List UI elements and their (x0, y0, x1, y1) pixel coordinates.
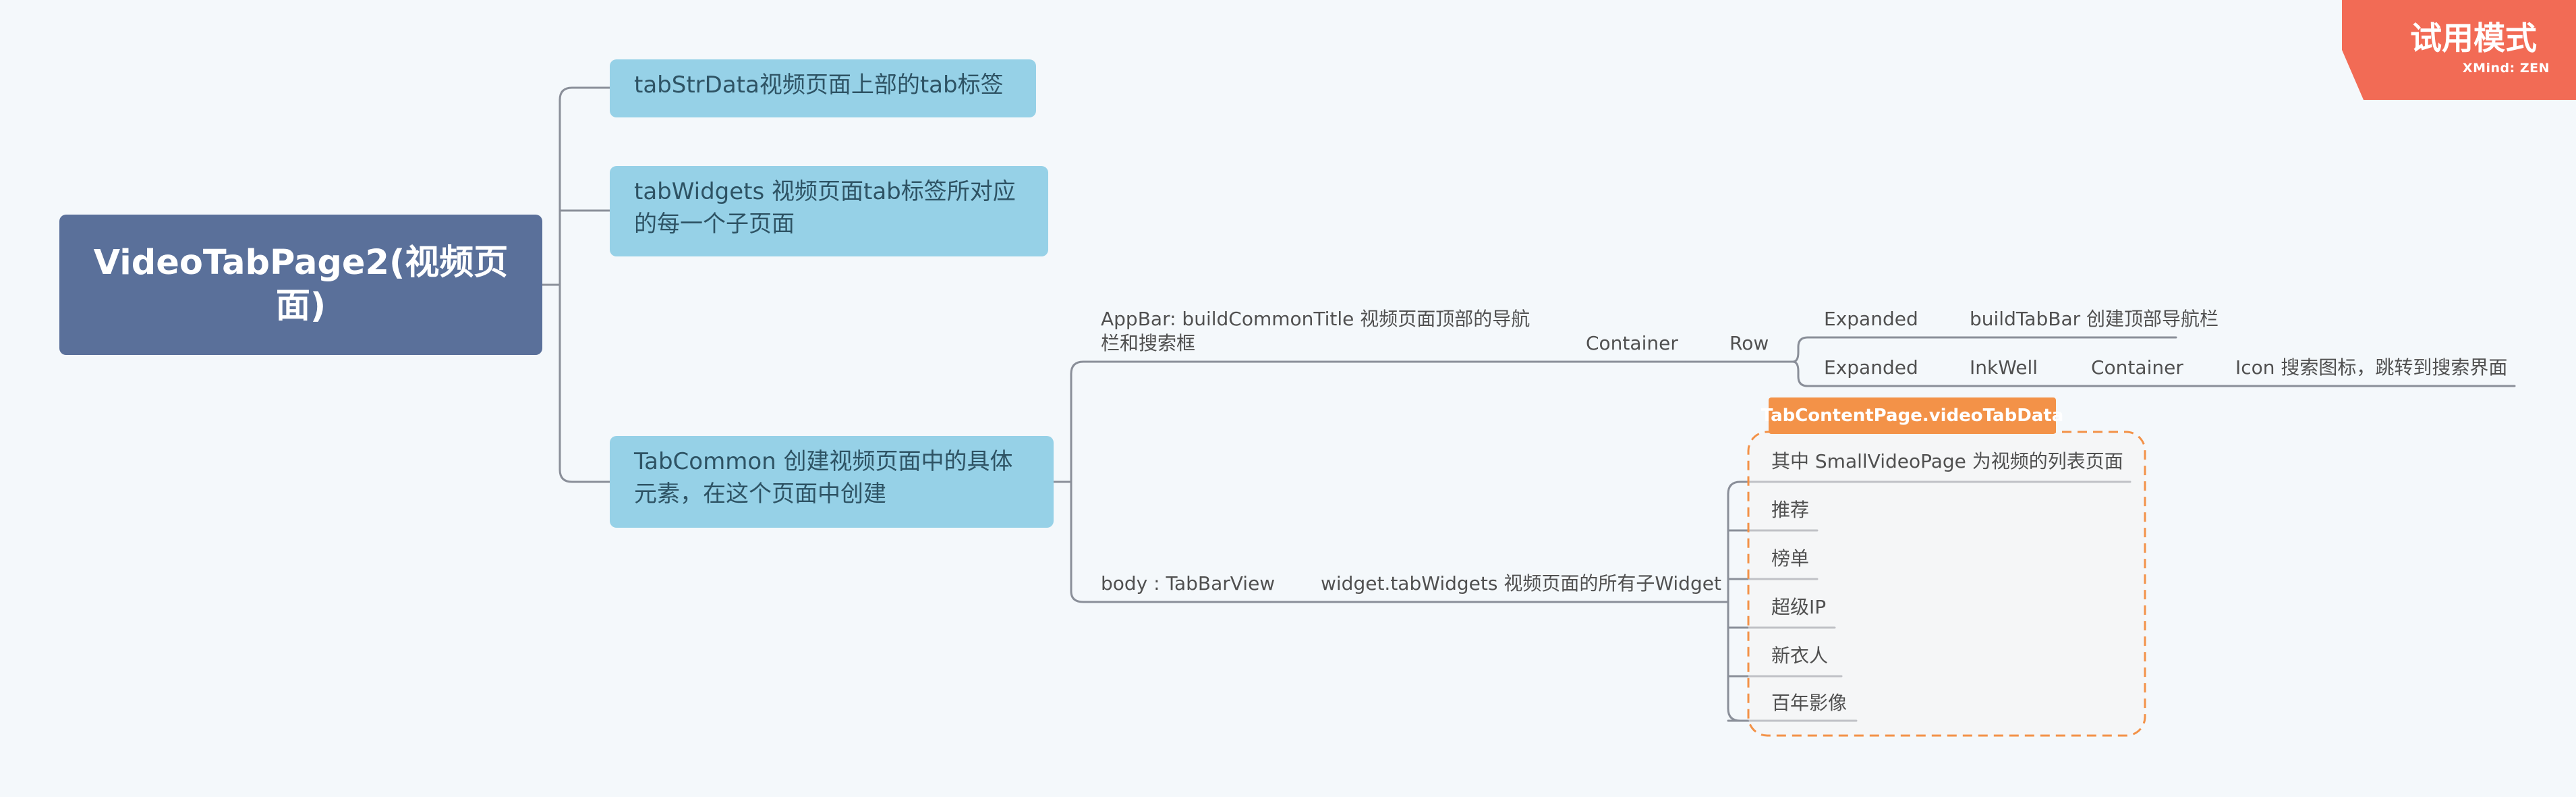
root-topic[interactable]: VideoTabPage2(视频页面) (59, 215, 542, 355)
connector-row-branch-top (1792, 336, 1816, 363)
boundary-label[interactable]: TabContentPage.videoTabData (1761, 397, 2063, 434)
topic-tabstrdata-label: tabStrData视频页面上部的tab标签 (634, 72, 1004, 99)
boundary-item-2[interactable]: 榜单 (1771, 547, 1810, 570)
topic-inkwell[interactable]: InkWell (1970, 356, 2038, 379)
topic-tabwidgets[interactable]: tabWidgets 视频页面tab标签所对应的每一个子页面 (610, 166, 1048, 256)
boundary-item-1[interactable]: 推荐 (1771, 499, 1810, 521)
topic-icon[interactable]: Icon 搜索图标，跳转到搜索界面 (2235, 356, 2508, 379)
connector-row-branch-bottom (1792, 360, 1816, 387)
connector-tabstrdata (559, 86, 611, 286)
connector-body (1070, 480, 1273, 603)
root-topic-label: VideoTabPage2(视频页面) (93, 243, 509, 326)
boundary-item-0[interactable]: 其中 SmallVideoPage 为视频的列表页面 (1771, 450, 2123, 472)
connector-appbar (1070, 360, 1541, 483)
topic-body[interactable]: body : TabBarView (1101, 572, 1276, 595)
boundary-item-3[interactable]: 超级IP (1771, 596, 1827, 618)
trial-badge-brand: XMind: ZEN (2462, 61, 2550, 76)
topic-buildtabbar[interactable]: buildTabBar 创建顶部导航栏 (1970, 308, 2219, 330)
topic-container-2[interactable]: Container (2091, 356, 2183, 379)
boundary-box (1747, 431, 2146, 737)
topic-expanded-2[interactable]: Expanded (1824, 356, 1918, 379)
topic-tabwidgets-label: tabWidgets 视频页面tab标签所对应的每一个子页面 (634, 178, 1016, 238)
connector-tabcommon (559, 283, 611, 483)
topic-tabcommon[interactable]: TabCommon 创建视频页面中的具体元素，在这个页面中创建 (610, 436, 1054, 528)
trial-badge-shape (2342, 0, 2576, 100)
boundary-item-5[interactable]: 百年影像 (1771, 692, 1848, 714)
boundary-item-4[interactable]: 新衣人 (1771, 644, 1829, 667)
topic-expanded-1[interactable]: Expanded (1824, 308, 1918, 330)
topic-tabstrdata[interactable]: tabStrData视频页面上部的tab标签 (610, 59, 1036, 117)
topic-appbar[interactable]: AppBar: buildCommonTitle 视频页面顶部的导航栏和搜索框 (1101, 308, 1530, 354)
topic-widgets[interactable]: widget.tabWidgets 视频页面的所有子Widget (1321, 572, 1721, 595)
topic-tabcommon-label: TabCommon 创建视频页面中的具体元素，在这个页面中创建 (634, 448, 1013, 507)
topic-row[interactable]: Row (1729, 332, 1769, 354)
trial-badge-title[interactable]: 试用模式 (2410, 20, 2537, 57)
topic-container[interactable]: Container (1586, 332, 1678, 354)
